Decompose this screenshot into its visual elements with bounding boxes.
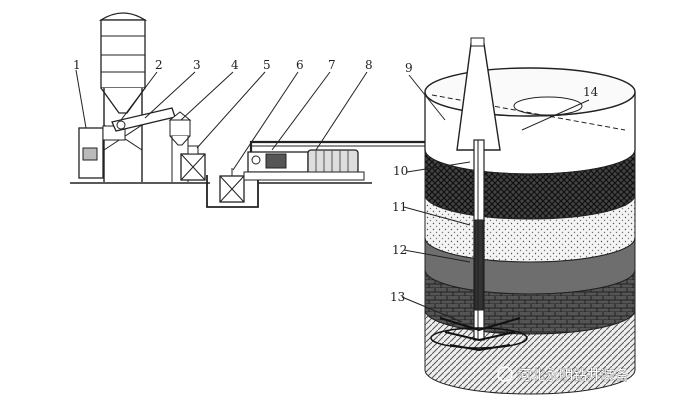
- part-labels: 1 2 3 4 5 6 7 8 9 10 11 12 13 14: [73, 58, 599, 304]
- label-14: 14: [583, 85, 599, 99]
- label-8: 8: [365, 58, 373, 72]
- label-7: 7: [328, 58, 336, 72]
- label-6: 6: [296, 58, 304, 72]
- strata-cylinder: [424, 37, 636, 395]
- label-3: 3: [193, 58, 201, 72]
- label-12: 12: [392, 243, 407, 257]
- screw-conveyor: [111, 107, 176, 132]
- label-9: 9: [405, 61, 413, 75]
- watermark-text: 河北永明钻井装备: [517, 367, 629, 384]
- label-5: 5: [263, 58, 271, 72]
- label-10: 10: [393, 164, 408, 178]
- mixing-pit: [206, 175, 259, 208]
- top-hole: [513, 96, 583, 116]
- slurry-tank: [219, 168, 245, 203]
- label-11: 11: [392, 200, 407, 214]
- drill-rig: [456, 37, 501, 151]
- borehole: [473, 139, 485, 341]
- mixer-tank: [180, 145, 206, 181]
- label-13: 13: [390, 290, 405, 304]
- small-hopper: [168, 111, 192, 182]
- watermark: 河北永明钻井装备: [497, 366, 629, 384]
- jet-spray: [430, 317, 528, 352]
- label-1: 1: [73, 58, 81, 72]
- leader-lines: [75, 69, 590, 323]
- cement-silo: [98, 12, 148, 182]
- wechat-icon: [497, 366, 513, 382]
- surface-equipment: [70, 12, 480, 208]
- label-2: 2: [155, 58, 163, 72]
- label-4: 4: [231, 58, 239, 72]
- high-pressure-pump: [243, 149, 365, 181]
- feeder-unit: [78, 125, 126, 179]
